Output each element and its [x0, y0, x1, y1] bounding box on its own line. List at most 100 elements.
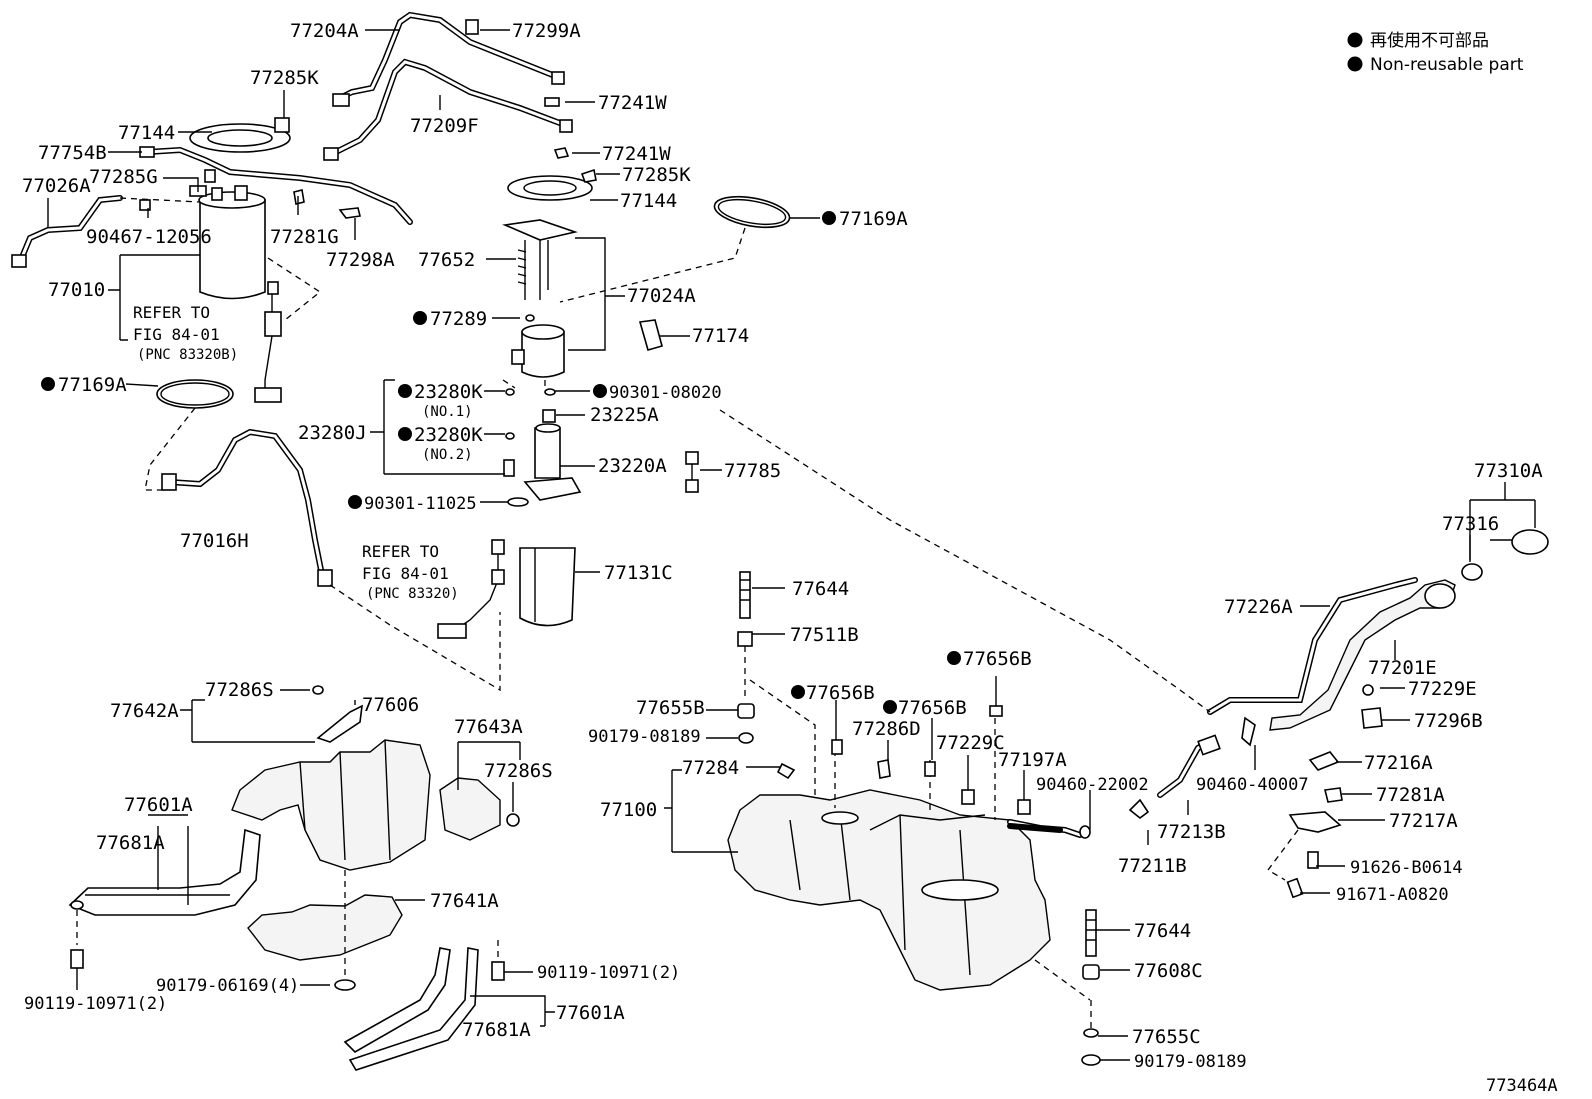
label-77652: 77652: [418, 249, 475, 271]
label-77286S-top: 77286S: [205, 679, 274, 701]
label-77601A-top: 77601A: [124, 794, 193, 816]
label-23280J: 23280J: [298, 422, 367, 444]
label-77229E: 77229E: [1408, 678, 1477, 700]
fuel-filter-assembly-left: [11, 117, 413, 403]
hose-77016H: [161, 428, 501, 692]
label-77281G: 77281G: [270, 226, 339, 248]
label-77656B-1: 77656B: [963, 648, 1032, 670]
label-77169A-top: 77169A: [839, 208, 908, 230]
gasket-ring-top: [559, 195, 791, 303]
label-23220A: 23220A: [598, 455, 667, 477]
label-77299A: 77299A: [512, 20, 581, 42]
label-77289: 77289: [430, 308, 487, 330]
ref-b-line2: FIG 84-01: [362, 564, 449, 583]
heat-protector-right-small: [439, 777, 520, 841]
fuel-tank-77100: [727, 571, 1101, 1066]
label-77201E: 77201E: [1368, 657, 1437, 679]
heat-protector-left: [231, 685, 431, 871]
legend: 再使用不可部品 Non-reusable part: [1347, 30, 1524, 75]
sublabel-no1: (NO.1): [422, 404, 473, 420]
label-91626-B0614: 91626-B0614: [1350, 858, 1463, 878]
ref-b-line3: (PNC 83320): [366, 586, 459, 602]
label-77286D: 77286D: [852, 718, 921, 740]
label-90179-08189-top: 90179-08189: [588, 727, 701, 747]
ref-a-line1: REFER TO: [133, 303, 210, 322]
label-77285K-mid: 77285K: [622, 164, 691, 186]
label-77642A: 77642A: [110, 700, 179, 722]
label-77174: 77174: [692, 325, 749, 347]
label-77226A: 77226A: [1224, 596, 1293, 618]
label-77204A: 77204A: [290, 20, 359, 42]
label-77641A: 77641A: [430, 890, 499, 912]
label-77644-bottom: 77644: [1134, 920, 1191, 942]
label-90301-08020: 90301-08020: [609, 383, 722, 403]
label-90301-11025: 90301-11025: [364, 494, 477, 514]
label-77655C: 77655C: [1132, 1026, 1201, 1048]
label-77144-left: 77144: [118, 122, 175, 144]
label-77144-mid: 77144: [620, 190, 677, 212]
label-77010: 77010: [48, 279, 105, 301]
label-77213B: 77213B: [1157, 821, 1226, 843]
leader-lines: [47, 29, 1536, 1061]
label-77100: 77100: [600, 799, 657, 821]
label-77211B: 77211B: [1118, 855, 1187, 877]
label-77016H: 77016H: [180, 530, 249, 552]
gasket-ring-left: [144, 379, 234, 491]
label-77241W-1: 77241W: [598, 92, 667, 114]
label-77656B-3: 77656B: [898, 697, 967, 719]
legend-en: Non-reusable part: [1370, 55, 1524, 75]
label-77285G: 77285G: [89, 166, 158, 188]
label-77241W-2: 77241W: [602, 143, 671, 165]
label-90467-12056: 90467-12056: [86, 226, 212, 248]
label-77606: 77606: [362, 694, 419, 716]
label-77310A: 77310A: [1474, 460, 1543, 482]
label-77284: 77284: [682, 757, 739, 779]
label-23280K-1: 23280K: [414, 381, 483, 403]
fuel-lines-top: [323, 11, 573, 161]
heat-protector-lower: [247, 870, 403, 991]
label-77197A: 77197A: [998, 749, 1067, 771]
label-77024A: 77024A: [627, 285, 696, 307]
label-77285K-top: 77285K: [250, 67, 319, 89]
label-23225A: 23225A: [590, 404, 659, 426]
label-77217A: 77217A: [1389, 810, 1458, 832]
label-90119-10971-left: 90119-10971(2): [24, 994, 167, 1014]
label-77131C: 77131C: [604, 562, 673, 584]
label-77754B: 77754B: [38, 142, 107, 164]
sender-gauge-77131C: [437, 539, 576, 639]
label-77298A: 77298A: [326, 249, 395, 271]
ref-a-line2: FIG 84-01: [133, 325, 220, 344]
label-77286S-right: 77286S: [484, 760, 553, 782]
label-77296B: 77296B: [1414, 710, 1483, 732]
label-90460-40007: 90460-40007: [1196, 775, 1309, 795]
label-77026A: 77026A: [22, 175, 91, 197]
label-77656B-2: 77656B: [806, 682, 875, 704]
label-77316: 77316: [1442, 513, 1499, 535]
label-77169A-left: 77169A: [58, 374, 127, 396]
label-91671-A0820: 91671-A0820: [1336, 885, 1449, 905]
label-77511B: 77511B: [790, 624, 859, 646]
ref-b-line1: REFER TO: [362, 542, 439, 561]
label-77608C: 77608C: [1134, 960, 1203, 982]
label-77209F: 77209F: [410, 115, 479, 137]
label-77643A: 77643A: [454, 716, 523, 738]
label-77655B: 77655B: [636, 697, 705, 719]
figure-code: 773464A: [1486, 1076, 1558, 1096]
label-90179-08189-bottom: 90179-08189: [1134, 1052, 1247, 1072]
label-77229C: 77229C: [936, 732, 1005, 754]
label-23280K-2: 23280K: [414, 424, 483, 446]
label-77644-top: 77644: [792, 578, 849, 600]
part-labels: 77204A 77299A 77285K 77241W 77209F 77144…: [22, 20, 1558, 1096]
label-90460-22002: 90460-22002: [1036, 775, 1149, 795]
label-77281A: 77281A: [1376, 784, 1445, 806]
label-90119-10971-right: 90119-10971(2): [537, 963, 680, 983]
filler-pipe-assembly: [719, 409, 1549, 899]
label-90179-06169: 90179-06169(4): [156, 976, 299, 996]
legend-jp: 再使用不可部品: [1370, 30, 1489, 51]
fuel-pump-assembly-center: [502, 147, 699, 507]
label-77601A-bottom: 77601A: [556, 1002, 625, 1024]
tank-straps-left: [68, 828, 505, 1071]
ref-a-line3: (PNC 83320B): [137, 347, 238, 363]
sublabel-no2: (NO.2): [422, 447, 473, 463]
